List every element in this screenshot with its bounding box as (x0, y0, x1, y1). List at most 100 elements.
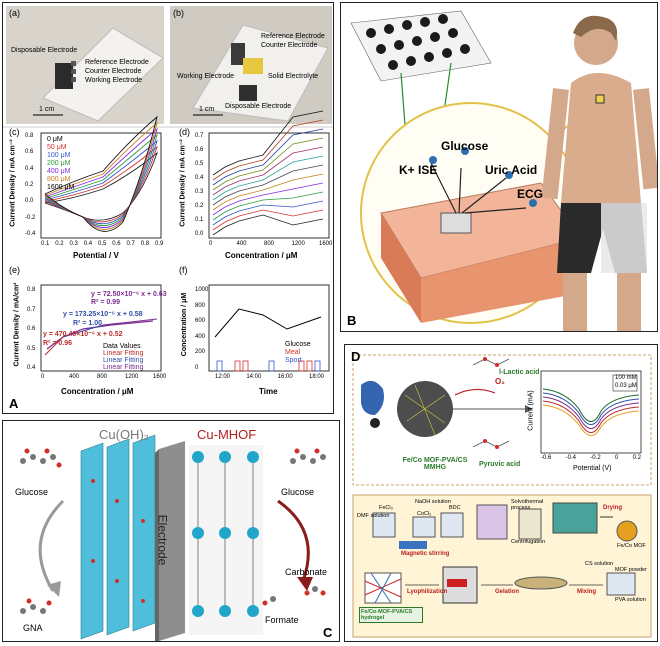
c-legend-2: 100 μM (47, 152, 71, 159)
sub-a-scale: 1 cm (39, 106, 55, 113)
sub-d-tag: (d) (179, 127, 190, 137)
tick-label: 0.4 (195, 175, 204, 181)
c-legend-5: 800 μM (47, 176, 71, 183)
tick-label: 0.3 (69, 241, 78, 247)
tick-label: 14:00 (246, 374, 262, 380)
sub-b-label-5: Disposable Electrode (225, 103, 292, 110)
d-series-line (212, 119, 324, 181)
e-legend-3: Linear Fitting (103, 364, 144, 371)
tick-label: 16:00 (277, 374, 293, 380)
e-legend-0: Data Values (103, 343, 141, 350)
tick-label: 0.6 (112, 241, 121, 247)
f-ylabel: Concentration / μM (181, 292, 189, 357)
d-lactic: l-Lactic acid (499, 369, 540, 376)
sub-b-tag: (b) (173, 8, 184, 18)
e-r3: R² = 0.96 (43, 340, 72, 347)
d-pyruvic: Pyruvic acid (479, 461, 521, 468)
f-event-bar (306, 360, 313, 372)
f-event-bar (268, 360, 275, 372)
d-inset-ylabel: Current (mA) (527, 390, 535, 431)
tick-label: 1600 (153, 374, 167, 380)
d-step-8: Fe/Co MOF (617, 543, 646, 549)
c-right-top: Glucose (281, 487, 315, 497)
c-xlabel: Potential / V (73, 251, 119, 260)
tick-label: 0.0 (25, 198, 34, 205)
d-step-6: Centrifugation (511, 539, 546, 545)
c-legend-3: 200 μM (47, 160, 71, 167)
tick-label: 400 (69, 374, 80, 380)
tick-label: 0.6 (195, 147, 204, 153)
tick-label: 0.1 (195, 217, 204, 223)
d-inset-xtick: 0 (614, 455, 619, 461)
c-legend-6: 1600 μM (47, 184, 75, 191)
sub-b-label-3: Working Electrode (177, 73, 235, 80)
tick-label: -0.4 (25, 231, 36, 237)
tick-label: 0.6 (25, 149, 34, 156)
tick-label: 0.2 (195, 203, 204, 209)
panel-d: l-Lactic acid Pyruvic acid O₂ Fe/Co MOF -… (344, 344, 658, 642)
tick-label: 0.7 (195, 133, 204, 139)
tick-label: 600 (195, 318, 206, 325)
panel-a: (a) (b) Disposable Electrode Reference E… (2, 2, 334, 414)
e-legend-2: Linear Fitting (103, 357, 144, 364)
c-legend: 0 μM 50 μM 100 μM 200 μM 400 μM 800 μM 1… (47, 136, 74, 192)
tick-label: 18:00 (309, 374, 325, 380)
d-inset-legend-1: 0.03 μM (615, 383, 637, 389)
tick-label: 0.9 (155, 241, 164, 247)
f-event-bar (216, 360, 223, 372)
panel-b-corner-label: B (347, 313, 357, 328)
c-title-right: Cu-MHOF (197, 427, 257, 442)
c-legend-0: 0 μM (47, 136, 63, 143)
tick-label: 12:00 (215, 374, 231, 380)
sub-b-scale: 1 cm (199, 106, 215, 113)
tick-label: 0.8 (140, 241, 150, 247)
tick-label: 0.7 (27, 306, 36, 313)
sub-b-label-2: Counter Electrode (261, 42, 318, 49)
sub-a-label-1: Disposable Electrode (11, 47, 78, 54)
panel-a-graphics (3, 6, 333, 372)
tick-label: 0.1 (41, 241, 50, 247)
tick-label: 1200 (125, 374, 139, 380)
panel-d-graphics (352, 354, 652, 638)
d-step-3: DMF solution (357, 513, 390, 519)
d-o2: O₂ (495, 377, 505, 386)
d-inset-xtick: 0.2 (632, 455, 641, 461)
f-event-bar (314, 360, 321, 372)
d-step-4: BDC (449, 505, 461, 511)
d-step-13: Mixing (577, 589, 596, 595)
e-fit-purple (102, 318, 158, 326)
d-inset-xtick: -0.2 (590, 455, 601, 461)
d-step-10: CS solution (585, 561, 614, 567)
sub-e-tag: (e) (9, 265, 20, 275)
sub-f-tag: (f) (179, 265, 188, 275)
sub-a-label-2: Reference Electrode (85, 59, 149, 66)
d-step-2: CoCl₂ (417, 511, 432, 517)
d-inset-xtick: -0.6 (541, 455, 552, 461)
e-xlabel: Concentration / μM (61, 387, 134, 396)
cv-curve (44, 115, 158, 232)
f-glucose-line (214, 308, 322, 338)
f-legend-2: Sport (285, 357, 302, 364)
d-step-5: Solvothermal process (511, 499, 544, 511)
tick-label: 1600 (319, 241, 333, 247)
c-left-top: Glucose (15, 487, 49, 497)
panel-b: Glucose K+ ISE Uric Acid ECG B (340, 2, 658, 332)
tick-label: 0.4 (25, 165, 34, 172)
d-series-line (212, 110, 324, 176)
tick-label: 0 (209, 241, 213, 247)
sub-b-label-1: Reference Electrode (261, 33, 325, 40)
d-series-line (212, 146, 324, 196)
e-legend: Data Values Linear Fitting Linear Fittin… (103, 343, 143, 371)
panel-c-corner-label: C (323, 625, 333, 640)
e-legend-1: Linear Fitting (103, 350, 144, 357)
panel-c: Cu(OH)₂ Cu-MHOF Electrode Glucose GNA Gl… (2, 420, 340, 642)
tick-label: 0.4 (27, 365, 36, 371)
d-inset-legend-0: 100 mM (615, 375, 637, 381)
panel-c-graphics (3, 421, 339, 641)
d-step-7: Drying (603, 505, 623, 511)
f-event-bar (234, 360, 241, 372)
tick-label: 0 (41, 374, 45, 380)
d-series-line (212, 155, 324, 201)
cv-curves (44, 115, 158, 232)
e-eq3: y = 470.40×10⁻⁶ x + 0.52 (43, 331, 123, 338)
